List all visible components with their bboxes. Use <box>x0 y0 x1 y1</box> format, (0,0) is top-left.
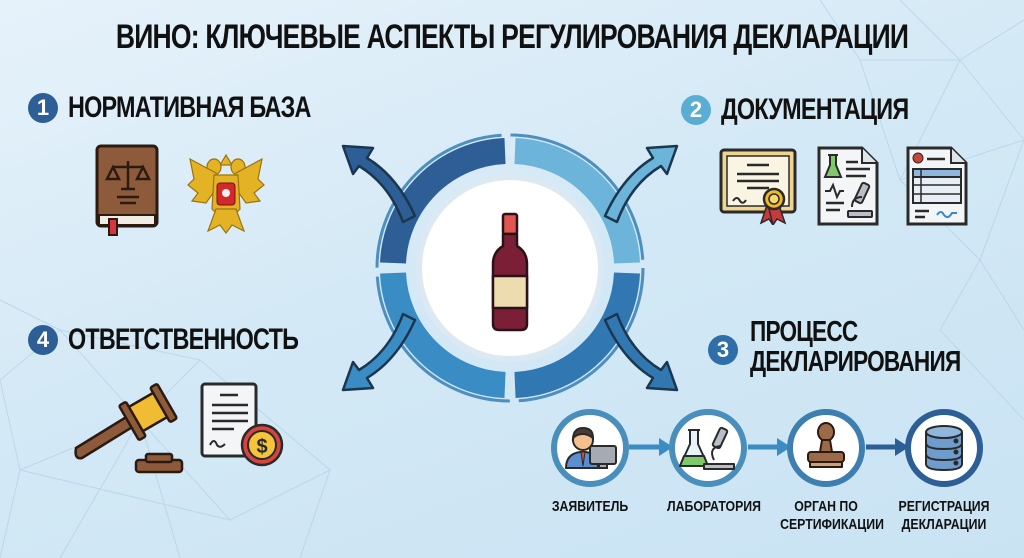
section-2-header: 2 ДОКУМЕНТАЦИЯ <box>681 95 961 125</box>
flow-step-laboratory <box>669 409 747 487</box>
section-4-header: 4 ОТВЕТСТВЕННОСТЬ <box>28 325 363 355</box>
flow-step-certification-body <box>787 409 865 487</box>
section-3-label-line2: ДЕКЛАРИРОВАНИЯ <box>750 346 961 378</box>
stamp-icon <box>807 422 845 468</box>
flow-label-certification-line2: СЕРТИФИКАЦИИ <box>780 516 884 533</box>
svg-text:$: $ <box>256 436 267 458</box>
section-1-badge: 1 <box>28 93 58 123</box>
section-3-header: 3 ПРОЦЕСС ДЕКЛАРИРОВАНИЯ <box>708 317 1020 377</box>
section-2-label: ДОКУМЕНТАЦИЯ <box>721 93 909 126</box>
flow-step-applicant <box>551 409 629 487</box>
russian-coat-of-arms-icon <box>187 153 265 234</box>
laboratory-icon <box>679 426 735 470</box>
database-icon <box>925 425 963 472</box>
section-1-label: НОРМАТИВНАЯ БАЗА <box>68 91 311 124</box>
lab-report-icon <box>817 146 879 226</box>
section-4-label: ОТВЕТСТВЕННОСТЬ <box>68 323 299 356</box>
section-1-header: 1 НОРМАТИВНАЯ БАЗА <box>28 93 379 123</box>
gavel-icon <box>74 383 184 474</box>
flow-label-registration-line1: РЕГИСТРАЦИЯ <box>898 498 990 515</box>
flow-label-registration: РЕГИСТРАЦИЯ ДЕКЛАРАЦИИ <box>898 498 990 534</box>
section-3-badge: 3 <box>708 335 738 365</box>
wine-bottle-icon <box>491 212 529 332</box>
flow-label-laboratory-line1: ЛАБОРАТОРИЯ <box>667 498 761 515</box>
form-document-icon <box>906 146 968 226</box>
center-diagram <box>341 133 679 403</box>
certificate-icon <box>719 148 797 225</box>
applicant-icon <box>564 426 617 469</box>
flow-label-registration-line2: ДЕКЛАРАЦИИ <box>901 516 987 533</box>
fine-document-icon: $ <box>200 382 284 467</box>
page-title: ВИНО: КЛЮЧЕВЫЕ АСПЕКТЫ РЕГУЛИРОВАНИЯ ДЕК… <box>115 18 909 56</box>
section-4-badge: 4 <box>28 325 58 355</box>
process-flow-connectors <box>629 438 909 456</box>
section-3-label-line1: ПРОЦЕСС <box>750 316 858 348</box>
flow-label-applicant: ЗАЯВИТЕЛЬ <box>549 498 631 516</box>
flow-step-registration <box>905 409 983 487</box>
flow-label-applicant-line1: ЗАЯВИТЕЛЬ <box>551 498 629 515</box>
flow-label-certification-body: ОРГАН ПО СЕРТИФИКАЦИИ <box>780 498 884 534</box>
section-2-badge: 2 <box>681 95 711 125</box>
law-book-icon <box>95 144 159 236</box>
flow-label-certification-line1: ОРГАН ПО <box>794 498 858 515</box>
flow-label-laboratory: ЛАБОРАТОРИЯ <box>667 498 761 516</box>
